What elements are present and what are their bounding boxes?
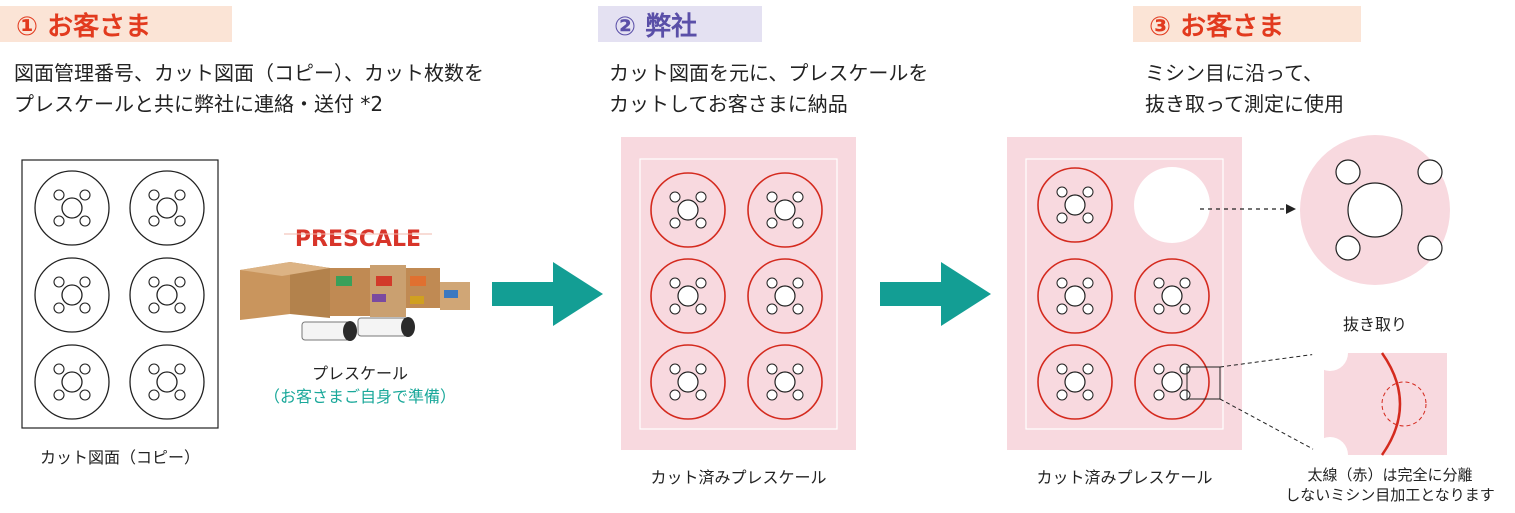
step-2-badge: ② 弊社 [598, 6, 762, 42]
prescale-product-image: PRESCALE [240, 227, 470, 341]
caption-perforation-note: 太線（赤）は完全に分離 しないミシン目加工となります [1265, 465, 1515, 505]
step-2-label: ② 弊社 [614, 11, 698, 42]
zoom-detail [1312, 335, 1447, 473]
cut-prescale-sheet [621, 137, 856, 450]
cut-flanges-2 [1037, 167, 1210, 420]
zoom-marker [1186, 366, 1221, 400]
step-1-desc-line2: プレスケールと共に弊社に連絡・送付 *2 [14, 92, 384, 116]
dashed-arrow-head [1286, 204, 1296, 214]
caption-cut-prescale-2: カット済みプレスケール [1036, 468, 1213, 487]
caption-removed: 抜き取り [1342, 315, 1407, 334]
step-1-label: ① お客さま [16, 11, 152, 42]
caption-prescale-note: （お客さまご自身で準備） [263, 387, 456, 406]
step-1-badge: ① お客さま [0, 6, 232, 42]
caption-prescale: プレスケール [311, 364, 408, 383]
step-3-desc-line1: ミシン目に沿って、 [1145, 61, 1323, 85]
step-3-desc-line2: 抜き取って測定に使用 [1145, 92, 1344, 116]
step-2-desc-line1: カット図面を元に、プレスケールを [609, 61, 929, 85]
step-1-description: 図面管理番号、カット図面（コピー）、カット枚数を プレスケールと共に弊社に連絡・… [14, 58, 484, 120]
arrow-right-2 [880, 262, 991, 326]
step-3-badge: ③ お客さま [1133, 6, 1361, 42]
caption-cut-prescale: カット済みプレスケール [650, 468, 827, 487]
note-line2: しないミシン目加工となります [1285, 486, 1495, 504]
cut-prescale-sheet-2 [1007, 137, 1242, 450]
step-3-label: ③ お客さま [1149, 11, 1285, 42]
removed-piece [1300, 135, 1450, 285]
step-1-desc-line1: 図面管理番号、カット図面（コピー）、カット枚数を [14, 61, 484, 85]
prescale-logo: PRESCALE [295, 227, 421, 252]
note-line1: 太線（赤）は完全に分離 [1307, 466, 1473, 484]
step-2-description: カット図面を元に、プレスケールを カットしてお客さまに納品 [609, 58, 928, 120]
caption-cut-drawing: カット図面（コピー） [39, 448, 200, 467]
arrow-right-1 [492, 262, 603, 326]
step-3-description: ミシン目に沿って、 抜き取って測定に使用 [1145, 58, 1344, 120]
step-2-desc-line2: カットしてお客さまに納品 [609, 92, 848, 116]
